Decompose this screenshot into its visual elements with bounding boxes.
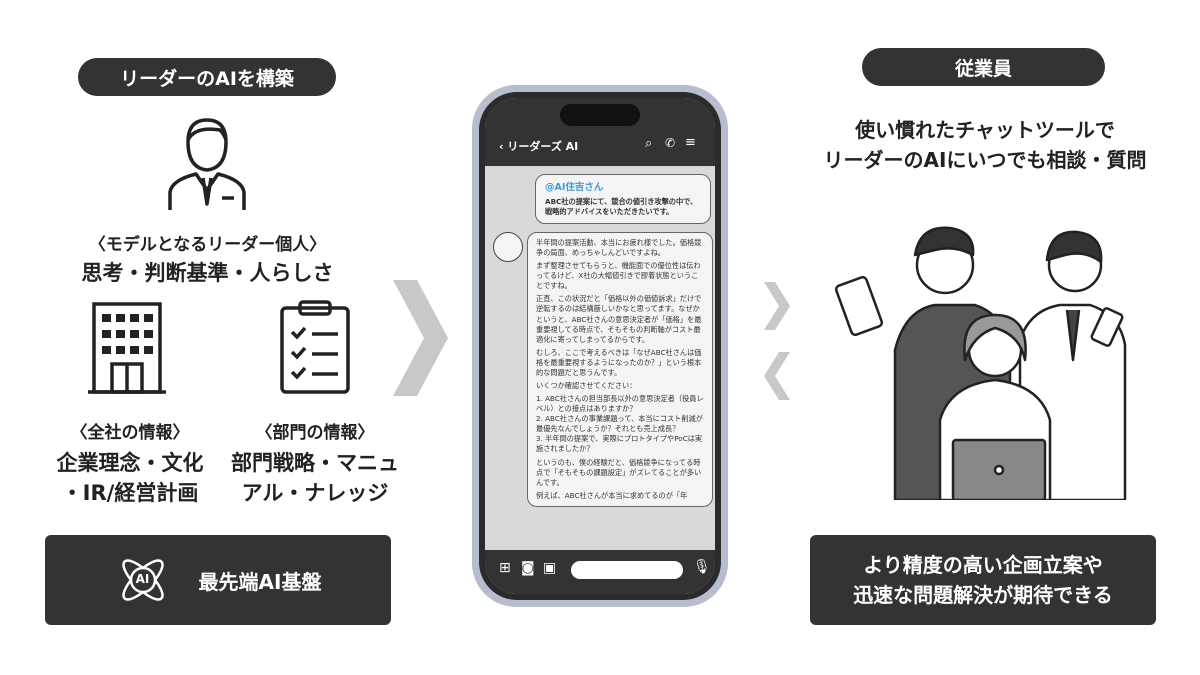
chevron-right-icon — [393, 280, 448, 396]
ai-platform-box: AI 最先端AI基盤 — [45, 535, 391, 625]
department-info-line2: アル・ナレッジ — [241, 481, 389, 505]
image-icon[interactable]: ▣ — [543, 560, 557, 576]
ai-paragraph: 正直、この状況だと「価格以外の価値訴求」だけで逆転するのは結構厳しいかなと思って… — [536, 294, 702, 344]
ai-paragraph: まず整理させてもらうと、機能面での優位性は伝わってるけど、X社の大幅値引きで膠着… — [536, 261, 701, 291]
ai-paragraph: むしろ、ここで考えるべきは「なぜABC社さんは価格を最重要視するようになったのか… — [536, 347, 702, 377]
user-message-bubble: @AI住吉さん ABC社の提案にて、競合の値引き攻撃の中で、戦略的アドバイスをい… — [535, 174, 711, 225]
employee-desc-line1: 使い慣れたチャットツールで — [855, 118, 1115, 142]
back-button[interactable]: ‹ リーダーズ AI — [499, 140, 579, 153]
ai-paragraph: いくつか確認させてください： — [536, 381, 637, 391]
plus-icon[interactable]: ⊞ — [499, 560, 511, 576]
model-caption: 〈モデルとなるリーダー個人〉 — [88, 235, 327, 255]
chevron-left-icon — [764, 352, 790, 400]
result-line2: 迅速な問題解決が期待できる — [853, 583, 1113, 607]
ai-paragraph: 半年間の提案活動、本当にお疲れ様でした。価格競争の局面、めっちゃしんどいですよね… — [536, 238, 702, 258]
leader-ai-title: リーダーのAIを構築 — [78, 58, 336, 96]
user-message-text: ABC社の提案にて、競合の値引き攻撃の中で、戦略的アドバイスをいただきたいです。 — [545, 197, 698, 217]
message-input[interactable] — [571, 561, 683, 579]
smartphone: ‹ リーダーズ AI ⌕ ✆ ≡ @AI住吉さん ABC社の提案にて、競合の値引… — [472, 85, 728, 607]
company-info-line2: ・IR/経営計画 — [61, 481, 199, 505]
microphone-icon[interactable]: 🎙︎ — [693, 559, 711, 575]
company-info-caption: 〈全社の情報〉 — [70, 423, 190, 443]
ai-avatar — [493, 232, 523, 262]
clipboard-icon — [280, 300, 350, 394]
atom-ai-icon: AI — [115, 552, 171, 608]
phone-call-icon[interactable]: ✆ — [665, 136, 676, 150]
mention-text: @AI住吉さん — [545, 182, 604, 193]
leader-person-icon — [168, 118, 246, 210]
department-info-caption: 〈部門の情報〉 — [255, 423, 375, 443]
chat-title: リーダーズ AI — [507, 140, 579, 153]
department-info-line1: 部門戦略・マニュ — [231, 451, 399, 475]
menu-icon[interactable]: ≡ — [685, 135, 696, 150]
camera-icon[interactable]: ◙ — [521, 560, 535, 576]
employees-illustration — [835, 226, 1127, 500]
dynamic-island — [560, 104, 640, 126]
search-icon[interactable]: ⌕ — [645, 136, 653, 151]
building-icon — [88, 302, 166, 394]
employee-desc-line2: リーダーのAIにいつでも相談・質問 — [823, 148, 1147, 172]
ai-response-bubble: 半年間の提案活動、本当にお疲れ様でした。価格競争の局面、めっちゃしんどいですよね… — [527, 232, 713, 507]
employee-title: 従業員 — [862, 48, 1105, 86]
chevron-right-icon — [764, 282, 790, 330]
model-detail: 思考・判断基準・人らしさ — [81, 261, 334, 285]
expected-result-box: より精度の高い企画立案や 迅速な問題解決が期待できる — [810, 535, 1156, 625]
chat-header: ‹ リーダーズ AI ⌕ ✆ ≡ — [485, 98, 715, 166]
result-line1: より精度の高い企画立案や — [863, 553, 1103, 577]
ai-paragraph: というのも、僕の経験だと、価格競争になってる時点で「そもそもの課題設定」がズレて… — [536, 457, 702, 487]
company-info-line1: 企業理念・文化 — [56, 451, 204, 475]
ai-platform-label: 最先端AI基盤 — [198, 569, 322, 594]
chat-input-bar: ⊞ ◙ ▣ 🎙︎ — [485, 550, 715, 594]
chat-screen: ‹ リーダーズ AI ⌕ ✆ ≡ @AI住吉さん ABC社の提案にて、競合の値引… — [485, 98, 715, 594]
ai-paragraph: 例えば、ABC社さんが本当に求めてるのが「年 — [536, 490, 688, 500]
ai-paragraph: 1. ABC社さんの担当部長以外の意思決定者（役員レベル）との接点はありますか？… — [536, 394, 704, 454]
